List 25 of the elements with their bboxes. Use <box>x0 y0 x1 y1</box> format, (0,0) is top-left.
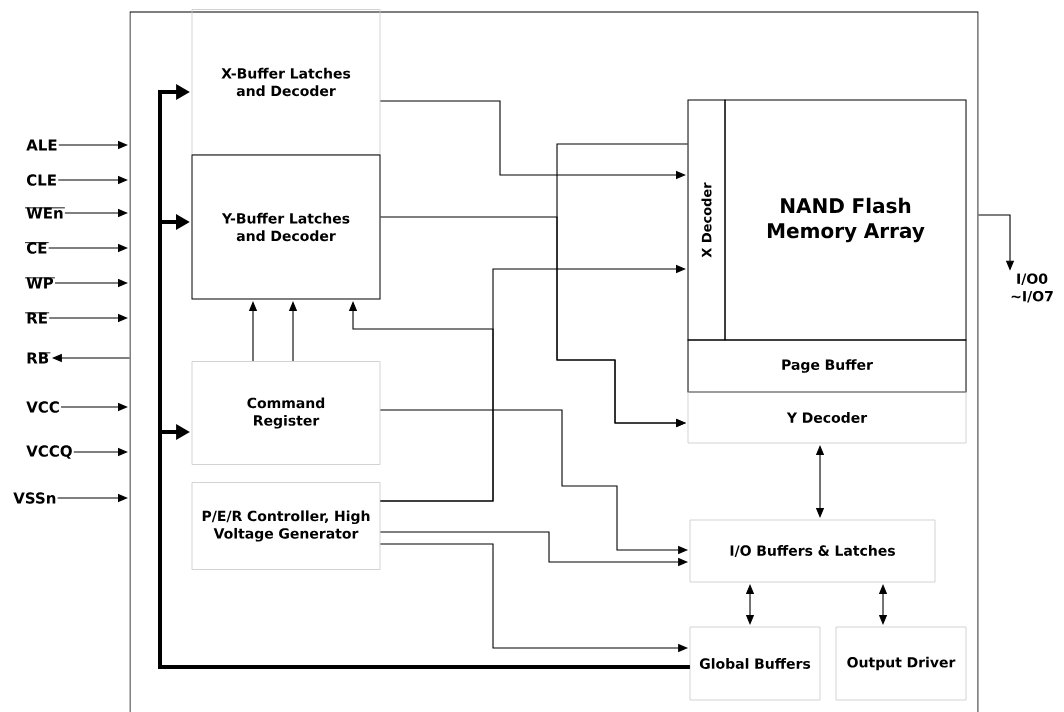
block-box: I/O Buffers & Latches <box>689 519 936 583</box>
pin-label: CE <box>24 242 50 254</box>
chip-outline <box>129 11 979 712</box>
block-box: X-Buffer Latches and Decoder <box>191 9 381 155</box>
pin-label: WEn <box>24 207 66 219</box>
arrow <box>348 301 494 502</box>
pin-label: RB <box>27 352 51 364</box>
block-box: Page Buffer <box>687 339 967 393</box>
pin-label: WP <box>24 277 56 289</box>
block-box: P/E/R Controller, High Voltage Generator <box>191 482 381 570</box>
pin-label: RE <box>24 312 50 324</box>
decoder-strip: X Decoder <box>687 99 726 341</box>
pin-label: ALE <box>26 139 57 151</box>
pin-label: VCC <box>26 401 59 413</box>
pin-label: VCCQ <box>26 445 72 459</box>
bus-arrow <box>158 423 690 669</box>
block-box: Command Register <box>191 361 381 465</box>
memory-array-box: NAND Flash Memory Array <box>724 99 967 341</box>
pin-label: VSSn <box>13 492 56 504</box>
block-box: Global Buffers <box>689 626 821 701</box>
block-box: Y Decoder <box>687 391 967 444</box>
pin-label: CLE <box>26 174 56 186</box>
block-box: Y-Buffer Latches and Decoder <box>191 154 381 300</box>
pin-label: I/O0 ~I/O7 <box>1011 273 1053 303</box>
block-box: Output Driver <box>835 626 967 701</box>
